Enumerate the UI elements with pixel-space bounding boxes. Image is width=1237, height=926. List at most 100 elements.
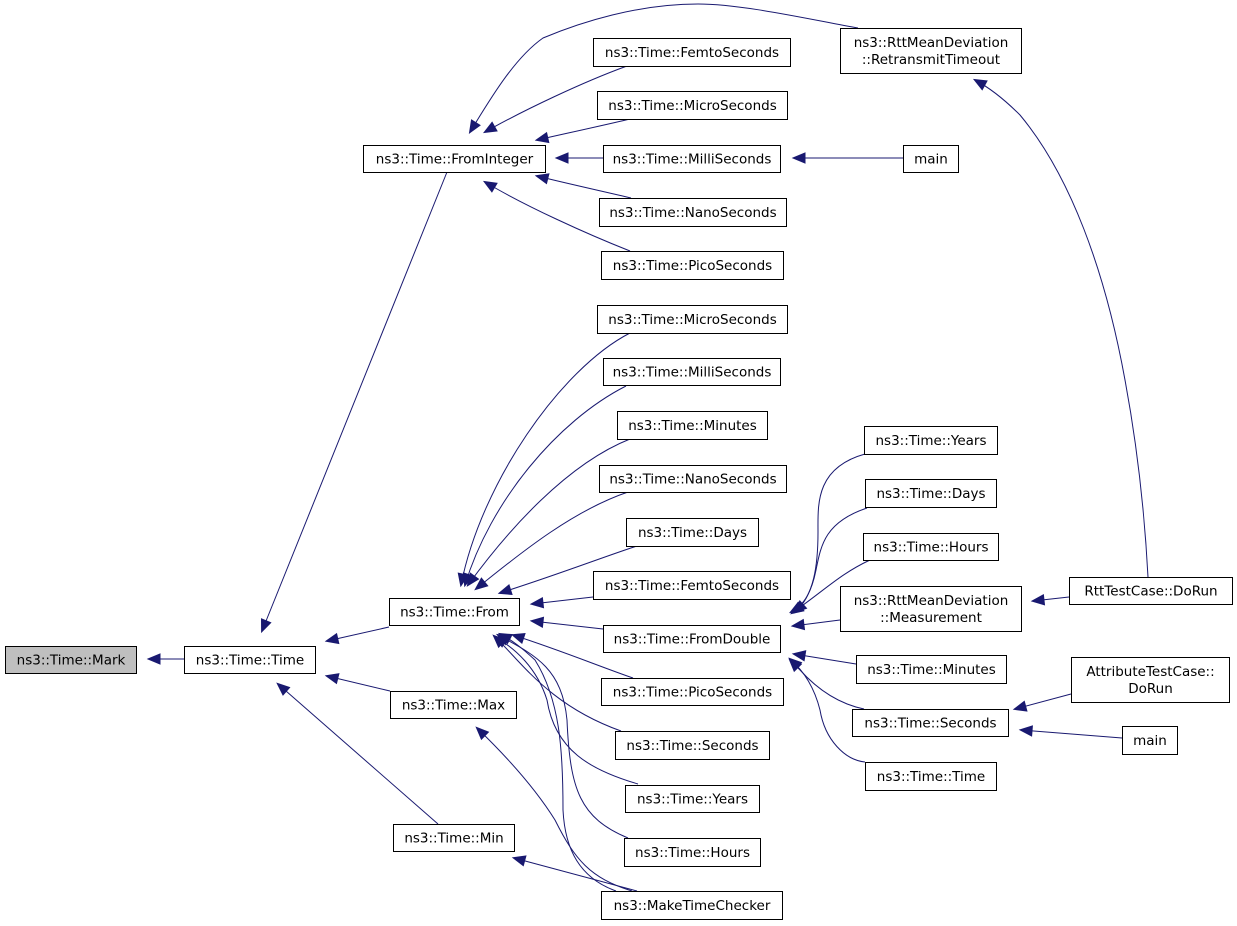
node-label: ns3::Time::FromInteger [376, 152, 534, 168]
edge-f_pico-to-from [510, 633, 634, 679]
node-fd-seconds[interactable]: ns3::Time::Seconds [852, 709, 1009, 737]
node-fi-milli[interactable]: ns3::Time::MilliSeconds [603, 145, 781, 173]
node-f-micro[interactable]: ns3::Time::MicroSeconds [597, 305, 788, 334]
edge-frominteger-to-time_ctor [260, 171, 448, 634]
arrowhead [510, 633, 526, 644]
node-max[interactable]: ns3::Time::Max [390, 691, 517, 719]
edge-rtt_meas-to-fromdouble [790, 618, 841, 631]
node-label: ns3::MakeTimeChecker [614, 898, 771, 914]
node-f-milli[interactable]: ns3::Time::MilliSeconds [603, 358, 781, 386]
node-fd-time[interactable]: ns3::Time::Time [865, 762, 997, 791]
edge-main1-to-fi_milli [791, 152, 903, 164]
node-label: ns3::RttMeanDeviation [854, 35, 1009, 51]
node-f-hours[interactable]: ns3::Time::Hours [624, 838, 761, 867]
node-rtt-meas[interactable]: ns3::RttMeanDeviation::Measurement [840, 586, 1022, 632]
node-f-years[interactable]: ns3::Time::Years [625, 785, 760, 813]
edge-line [512, 634, 634, 679]
node-box [393, 824, 515, 852]
node-fi-femto[interactable]: ns3::Time::FemtoSeconds [593, 38, 791, 67]
node-box [626, 518, 759, 547]
node-label: DoRun [1128, 681, 1173, 697]
node-rtt-retx[interactable]: ns3::RttMeanDeviation::RetransmitTimeout [840, 28, 1022, 74]
edge-f_days-to-from [497, 545, 638, 595]
edge-line [791, 559, 871, 614]
node-box [5, 646, 137, 674]
node-label: ns3::Time::Max [402, 698, 505, 714]
edge-line [494, 636, 639, 785]
arrowhead [791, 152, 806, 164]
node-box [840, 586, 1022, 632]
node-box [601, 678, 784, 706]
node-box [363, 145, 546, 173]
edge-rtt_testcase-to-rtt_meas [1030, 593, 1070, 606]
edge-rtt_retx-to-frominteger [468, 3, 859, 135]
node-f-days[interactable]: ns3::Time::Days [626, 518, 759, 547]
edge-line [261, 171, 448, 632]
node-fromdouble[interactable]: ns3::Time::FromDouble [603, 625, 781, 653]
node-box [617, 411, 768, 440]
node-label: ns3::Time::PicoSeconds [613, 258, 772, 274]
edge-line [789, 659, 865, 710]
node-box [624, 838, 761, 867]
node-box [184, 646, 316, 674]
edge-main2-to-fd_seconds [1018, 725, 1123, 739]
node-label: ns3::Time::FemtoSeconds [605, 578, 779, 594]
node-fi-micro[interactable]: ns3::Time::MicroSeconds [597, 91, 788, 120]
edge-line [475, 491, 629, 590]
node-fd-hours[interactable]: ns3::Time::Hours [863, 533, 999, 561]
node-box [603, 145, 781, 173]
edge-line [974, 79, 1149, 578]
node-frominteger[interactable]: ns3::Time::FromInteger [363, 145, 546, 173]
edge-line [536, 118, 631, 141]
node-f-femto[interactable]: ns3::Time::FemtoSeconds [593, 571, 791, 600]
node-box [852, 709, 1009, 737]
node-time-ctor[interactable]: ns3::Time::Time [184, 646, 316, 674]
edge-fi_nano-to-frominteger [534, 173, 632, 199]
node-fd-minutes[interactable]: ns3::Time::Minutes [856, 655, 1007, 684]
node-fd-years[interactable]: ns3::Time::Years [864, 426, 998, 455]
node-box [599, 465, 787, 493]
node-box [615, 731, 770, 760]
node-attr-testcase[interactable]: AttributeTestCase::DoRun [1071, 657, 1230, 703]
edge-maketimechecker-to-max [475, 726, 633, 892]
node-label: ns3::Time::Seconds [864, 716, 996, 732]
node-maketimechecker[interactable]: ns3::MakeTimeChecker [601, 891, 783, 920]
node-from[interactable]: ns3::Time::From [389, 598, 520, 626]
edge-maketimechecker-to-from [497, 632, 617, 892]
node-min[interactable]: ns3::Time::Min [393, 824, 515, 852]
node-fi-pico[interactable]: ns3::Time::PicoSeconds [601, 251, 784, 280]
edges-layer [146, 3, 1149, 892]
node-label: ns3::Time::PicoSeconds [613, 685, 772, 701]
node-label: RttTestCase::DoRun [1084, 584, 1217, 600]
arrowhead [482, 180, 498, 193]
node-label: AttributeTestCase:: [1086, 664, 1214, 680]
arrowhead [324, 632, 340, 645]
node-label: ns3::Time::MilliSeconds [613, 152, 772, 168]
node-box [603, 358, 781, 386]
edge-fd_seconds-to-fromdouble [788, 658, 865, 710]
node-f-minutes[interactable]: ns3::Time::Minutes [617, 411, 768, 440]
arrowhead [972, 78, 988, 91]
node-box [840, 28, 1022, 74]
edge-fi_micro-to-frominteger [534, 118, 631, 144]
arrowhead [529, 616, 545, 629]
node-label: ns3::Time::Days [638, 525, 747, 541]
node-f-seconds[interactable]: ns3::Time::Seconds [615, 731, 770, 760]
node-main1[interactable]: main [903, 145, 959, 173]
node-box [1071, 657, 1230, 703]
node-f-pico[interactable]: ns3::Time::PicoSeconds [601, 678, 784, 706]
arrowhead [790, 601, 805, 615]
node-label: ns3::Time::Minutes [867, 662, 996, 678]
node-fd-days[interactable]: ns3::Time::Days [865, 479, 997, 508]
edge-fd_hours-to-fromdouble [790, 559, 871, 615]
arrowhead [529, 596, 545, 609]
edge-line [476, 727, 633, 892]
node-main2[interactable]: main [1122, 726, 1178, 755]
node-f-nano[interactable]: ns3::Time::NanoSeconds [599, 465, 787, 493]
arrowhead [1012, 700, 1028, 712]
node-box [1069, 577, 1233, 605]
edge-line [789, 658, 866, 763]
edge-fromdouble-to-from [529, 616, 604, 630]
node-rtt-testcase[interactable]: RttTestCase::DoRun [1069, 577, 1233, 605]
node-fi-nano[interactable]: ns3::Time::NanoSeconds [599, 198, 787, 227]
